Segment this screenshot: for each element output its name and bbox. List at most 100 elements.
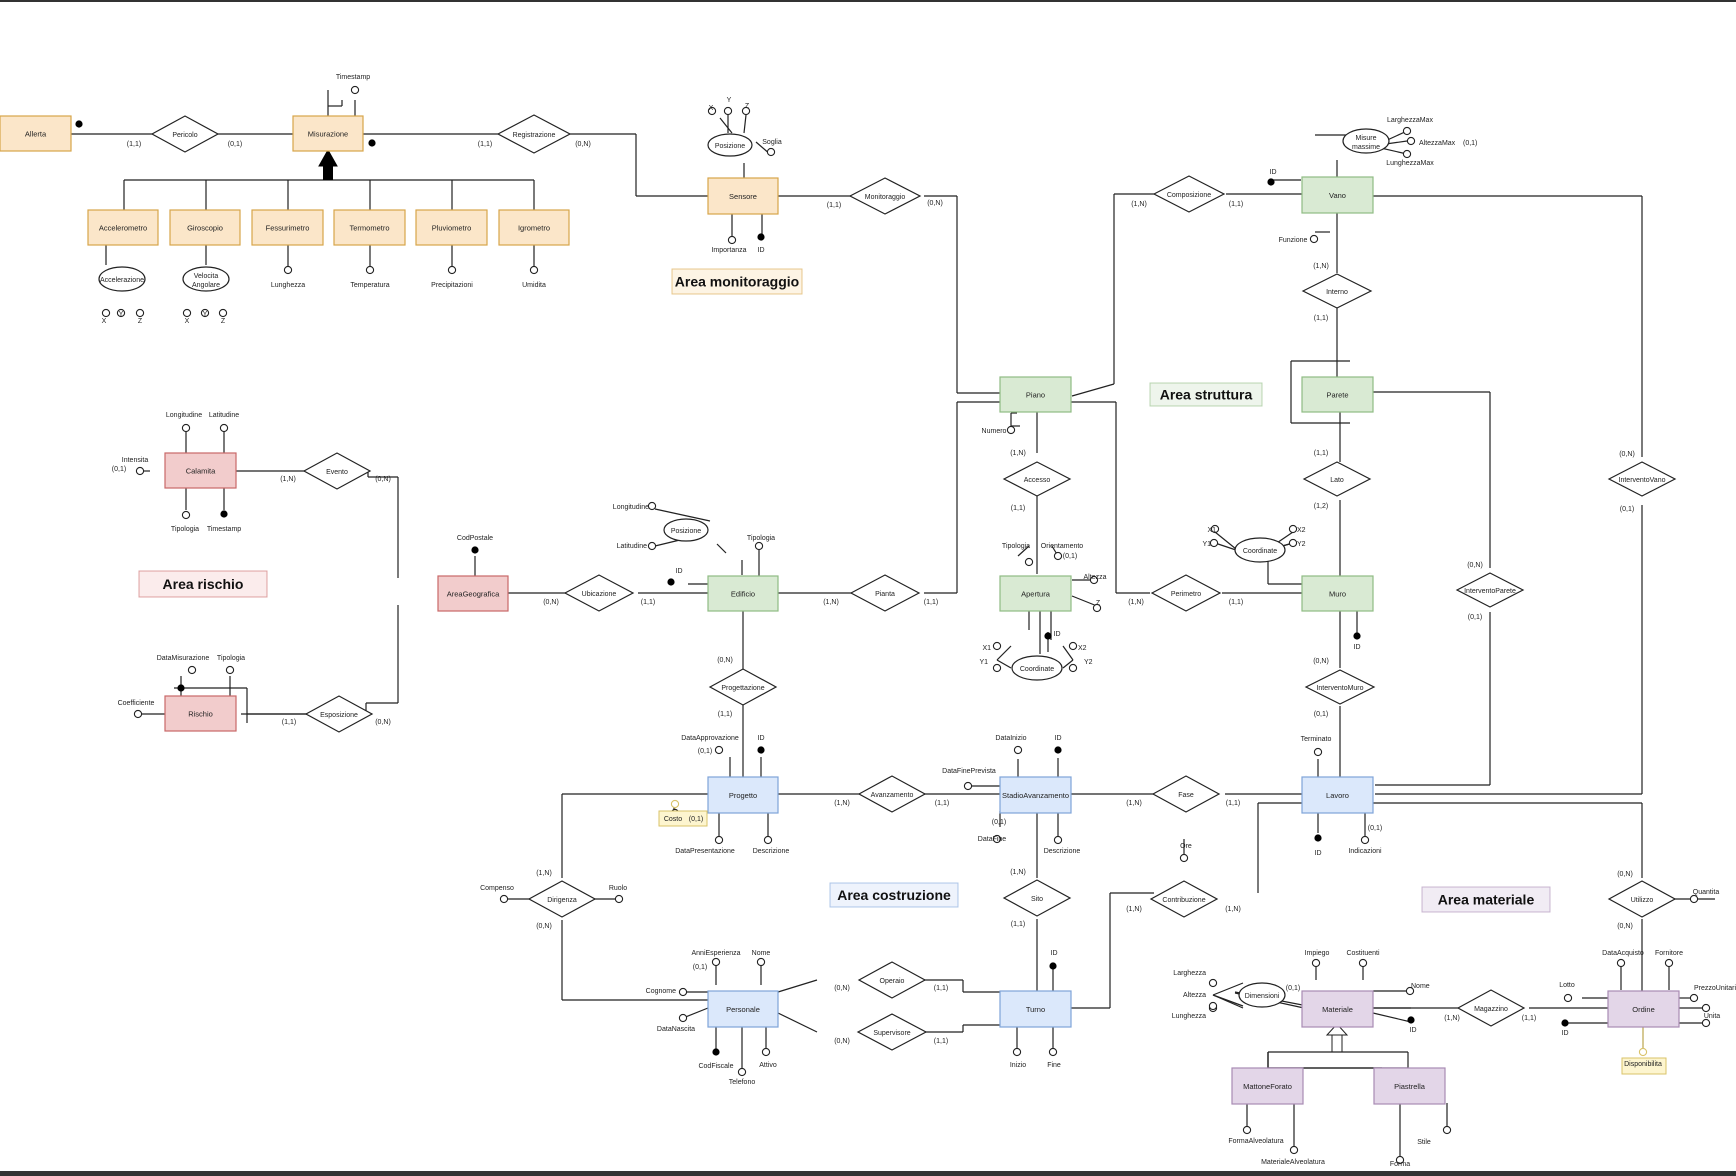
relationship-monitoraggio: Monitoraggio	[865, 194, 906, 201]
cardinality-turno-operaio: (1,1)	[934, 985, 948, 992]
attribute-marker	[1068, 663, 1078, 673]
attribute-marker	[1405, 986, 1415, 996]
attribute-data-acquisto: DataAcquisto	[1602, 950, 1644, 957]
attribute-ed-tipologia: Tipologia	[747, 535, 775, 542]
connector-line	[682, 1007, 709, 1019]
attribute-marker	[181, 510, 191, 520]
attribute-marker	[1616, 958, 1626, 968]
cardinality-piano-monitoraggio: (0,N)	[927, 200, 943, 207]
attribute-marker	[181, 423, 191, 433]
key-attribute-marker	[1561, 1019, 1569, 1027]
attribute-dim-altezza: Altezza	[1183, 992, 1206, 999]
attribute-anni-esperienza: AnniEsperienza	[691, 950, 740, 957]
attribute-marker	[116, 308, 126, 318]
connector-line	[1212, 994, 1244, 1007]
cardinality-personale-operaio: (0,N)	[834, 985, 850, 992]
attribute-dim-lunghezza: Lunghezza	[1172, 1013, 1206, 1020]
relationship-evento: Evento	[326, 469, 348, 476]
relationship-supervisore: Supervisore	[873, 1030, 910, 1037]
attribute-data-presentazione: DataPresentazione	[675, 848, 735, 855]
attribute-ed-latitudine: Latitudine	[617, 543, 647, 550]
entity-accelerometro-box	[87, 209, 159, 246]
attribute-lunghezza: Lunghezza	[271, 282, 305, 289]
attribute-marker	[529, 265, 539, 275]
composite-posizione-edificio-shape	[663, 518, 709, 542]
attribute-apertura-id: ID	[1054, 631, 1061, 638]
attribute-marker	[225, 665, 235, 675]
composite-coordinate-apertura-shape	[1011, 655, 1063, 681]
cardinality-personale-dirigenza: (0,N)	[536, 923, 552, 930]
attribute-marker	[754, 541, 764, 551]
key-attribute-marker	[75, 120, 83, 128]
relationship-perimetro-shape	[1150, 574, 1222, 612]
relationship-supervisore-shape	[856, 1013, 928, 1051]
key-attribute-marker	[1407, 1016, 1415, 1024]
attribute-indicazioni-card: (0,1)	[1368, 825, 1382, 832]
cardinality-lavoro-intervento-muro: (0,1)	[1314, 711, 1328, 718]
attribute-umidita: Umidita	[522, 282, 546, 289]
relationship-progettazione: Progettazione	[721, 685, 764, 692]
attribute-indicazioni: Indicazioni	[1348, 848, 1382, 855]
attribute-apertura-z: Z	[1096, 600, 1101, 607]
attribute-data-approvazione-card: (0,1)	[698, 748, 712, 755]
attribute-muro-id: ID	[1354, 644, 1361, 651]
attribute-coord-muro-x1: X1	[1207, 527, 1216, 534]
composite-accelerazione-shape	[98, 266, 146, 292]
attribute-marker	[992, 834, 1002, 844]
attribute-disponibilita-box	[1621, 1057, 1667, 1075]
composite-misure-massime-line2: massime	[1352, 144, 1380, 151]
attribute-marker	[1402, 126, 1412, 136]
composite-velocita-angolare-line1: Velocita	[194, 273, 219, 280]
entity-pluviometro: Pluviometro	[432, 224, 472, 233]
relationship-evento-shape	[302, 452, 372, 490]
attribute-costituenti: Costituenti	[1346, 950, 1380, 957]
connector-line	[719, 117, 733, 134]
area-label-materiale-box	[1421, 886, 1551, 913]
attribute-larghezza: Larghezza	[1173, 970, 1206, 977]
attribute-marker	[714, 745, 724, 755]
attribute-marker	[1288, 538, 1298, 548]
relationship-composizione-shape	[1152, 175, 1226, 213]
entity-fessurimetro: Fessurimetro	[266, 224, 310, 233]
key-attribute-marker	[667, 578, 675, 586]
relationship-intervento-vano: InterventoVano	[1619, 477, 1666, 484]
attribute-marker	[766, 147, 776, 157]
entity-apertura-box	[999, 575, 1072, 612]
attribute-marker	[707, 106, 717, 116]
cardinality-stadio-fase: (1,N)	[1126, 800, 1142, 807]
attribute-marker	[1701, 1018, 1711, 1028]
attribute-coord-ap-y2: Y2	[1084, 659, 1093, 666]
attribute-marker	[1638, 1047, 1648, 1057]
entity-progetto: Progetto	[729, 791, 757, 800]
relationship-magazzino: Magazzino	[1474, 1006, 1508, 1013]
attribute-marker	[1313, 747, 1323, 757]
attribute-acc-z: Z	[138, 318, 143, 325]
key-attribute-marker	[220, 510, 228, 518]
attribute-quantita: Quantita	[1693, 889, 1720, 896]
relationship-contribuzione: Contribuzione	[1162, 897, 1205, 904]
entity-personale-box	[707, 990, 779, 1028]
attribute-marker	[1689, 993, 1699, 1003]
generalization-arrow	[318, 148, 338, 167]
connector-line	[1212, 982, 1244, 996]
entity-area-geografica: AreaGeografica	[447, 590, 500, 599]
cardinality-ordine-magazzino: (1,1)	[1522, 1015, 1536, 1022]
relationship-intervento-parete: InterventoParete	[1464, 588, 1516, 595]
connector-line	[1062, 645, 1074, 661]
relationship-intervento-muro-shape	[1304, 669, 1376, 705]
relationship-fase: Fase	[1178, 792, 1194, 799]
attribute-marker	[1442, 1125, 1452, 1135]
entity-misurazione: Misurazione	[308, 130, 348, 139]
attribute-coord-ap-x1: X1	[982, 645, 991, 652]
relationship-accesso-shape	[1002, 461, 1072, 497]
entity-giroscopio-box	[169, 209, 241, 246]
attribute-orientamento: Orientamento	[1041, 543, 1084, 550]
attribute-marker	[1179, 853, 1189, 863]
connector-line	[996, 645, 1012, 661]
attribute-data-fine: DataFine	[978, 836, 1007, 843]
composite-misure-massime-line1: Misure	[1355, 135, 1376, 142]
relationship-magazzino-shape	[1456, 989, 1526, 1027]
key-attribute-marker	[177, 684, 185, 692]
cardinality-apertura-accesso: (1,1)	[1011, 505, 1025, 512]
attribute-importanza: Importanza	[711, 247, 746, 254]
